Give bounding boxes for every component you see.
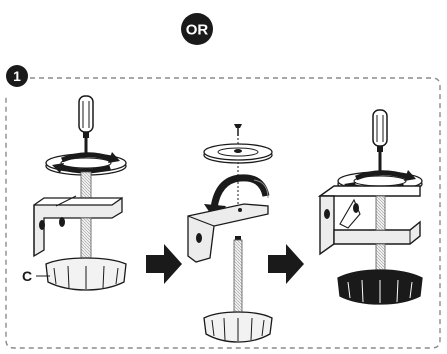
clamp-with-knob-unassembled: C (22, 95, 127, 291)
step-number: 1 (13, 68, 21, 84)
screw-icon (234, 124, 242, 136)
knob-icon (45, 257, 127, 291)
step-frame (5, 77, 441, 349)
callout-label-c: C (22, 268, 32, 284)
or-badge-circle (181, 13, 213, 45)
arrow-right-icon (146, 244, 182, 284)
clamp-bracket-tilted (187, 203, 269, 263)
rotation-plate (45, 152, 127, 176)
clamp-assembled (317, 109, 423, 305)
clamp-bracket (317, 185, 421, 256)
screwdriver-icon (372, 109, 388, 178)
knob-icon (337, 269, 423, 305)
step-badge-circle (6, 65, 28, 87)
or-badge: OR (181, 13, 213, 45)
clamp-bracket (33, 195, 123, 258)
screwdriver-icon (78, 95, 94, 166)
mounting-plate (203, 143, 273, 164)
arrow-right-icon (268, 244, 304, 284)
step-badge: 1 (6, 65, 28, 87)
clamp-screwing-plate (187, 124, 273, 343)
knob-icon (203, 311, 273, 343)
or-badge-label: OR (186, 22, 209, 39)
